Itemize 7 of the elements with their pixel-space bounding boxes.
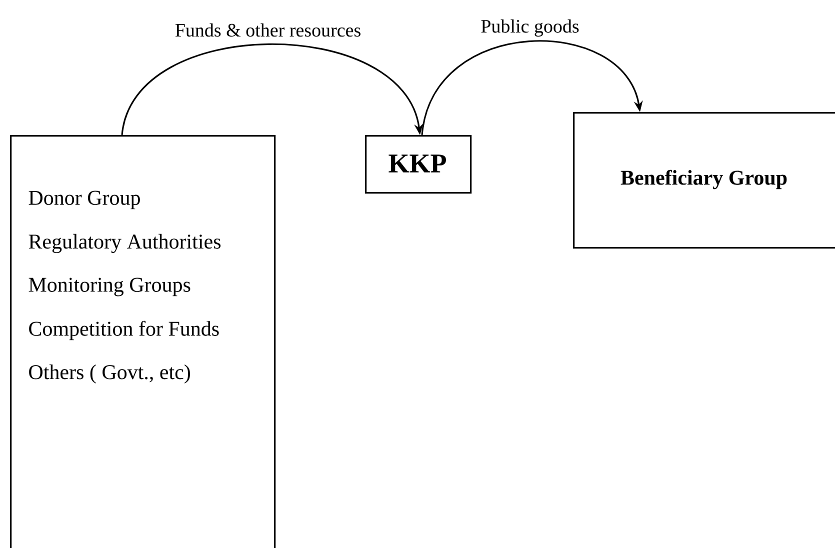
arrow	[421, 40, 643, 136]
arrow	[121, 43, 424, 136]
list-box: Donor Group Regulatory Authorities Monitoring Groups Competition for Funds Others ( Govt., etc)	[10, 134, 276, 548]
box: Beneficiary Group	[573, 112, 835, 249]
box: KKP	[365, 134, 472, 194]
edge-label: Funds & other resources	[175, 23, 360, 37]
edge-label: Public goods	[481, 19, 579, 37]
